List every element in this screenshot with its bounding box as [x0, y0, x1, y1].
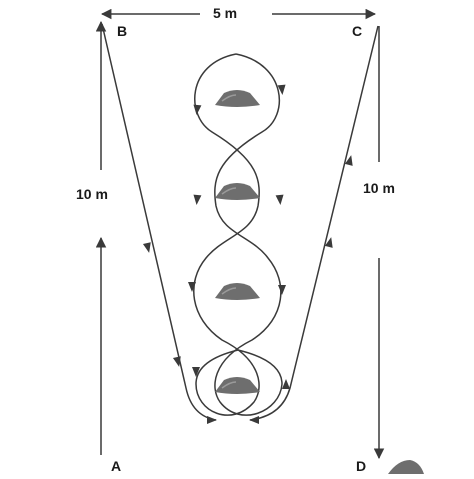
cone-3-highlight: [221, 287, 237, 295]
cone-1-highlight: [221, 94, 237, 102]
direction-arrowhead-6: [193, 194, 202, 205]
direction-arrowhead-4: [344, 155, 353, 166]
direction-arrowhead-3: [324, 237, 333, 248]
direction-arrowhead-5: [193, 104, 202, 115]
path-bottom-to-c: [249, 25, 379, 421]
weave-path-right: [214, 53, 283, 416]
cone-4-highlight: [221, 381, 237, 389]
direction-arrowhead-9: [277, 84, 286, 95]
label-b: B: [117, 23, 128, 39]
direction-arrowhead-10: [275, 194, 284, 205]
dimension-right-label: 10 m: [360, 180, 398, 196]
label-c: C: [352, 23, 363, 39]
label-d: D: [356, 458, 367, 474]
direction-arrowhead-13: [207, 416, 217, 424]
direction-arrowhead-12: [282, 379, 290, 389]
direction-arrows: [142, 84, 353, 424]
path-b-to-bottom: [101, 23, 217, 421]
cone-3: [215, 283, 260, 300]
cones-group: [215, 90, 260, 394]
direction-arrowhead-11: [278, 285, 286, 295]
dimension-left-label: 10 m: [73, 186, 111, 202]
cone-1: [215, 90, 260, 107]
direction-arrowhead-14: [249, 416, 259, 424]
direction-arrowhead-1: [142, 242, 151, 253]
cone-2: [215, 183, 260, 200]
label-a: A: [111, 458, 122, 474]
cone-partial-d: [388, 460, 424, 474]
direction-arrowhead-2: [172, 356, 181, 367]
weave-path-left: [193, 53, 260, 416]
dimension-top-label: 5 m: [210, 5, 241, 21]
cone-4: [215, 377, 260, 394]
direction-arrowhead-7: [188, 282, 196, 292]
cone-2-highlight: [221, 187, 237, 195]
direction-arrowhead-8: [192, 367, 200, 377]
